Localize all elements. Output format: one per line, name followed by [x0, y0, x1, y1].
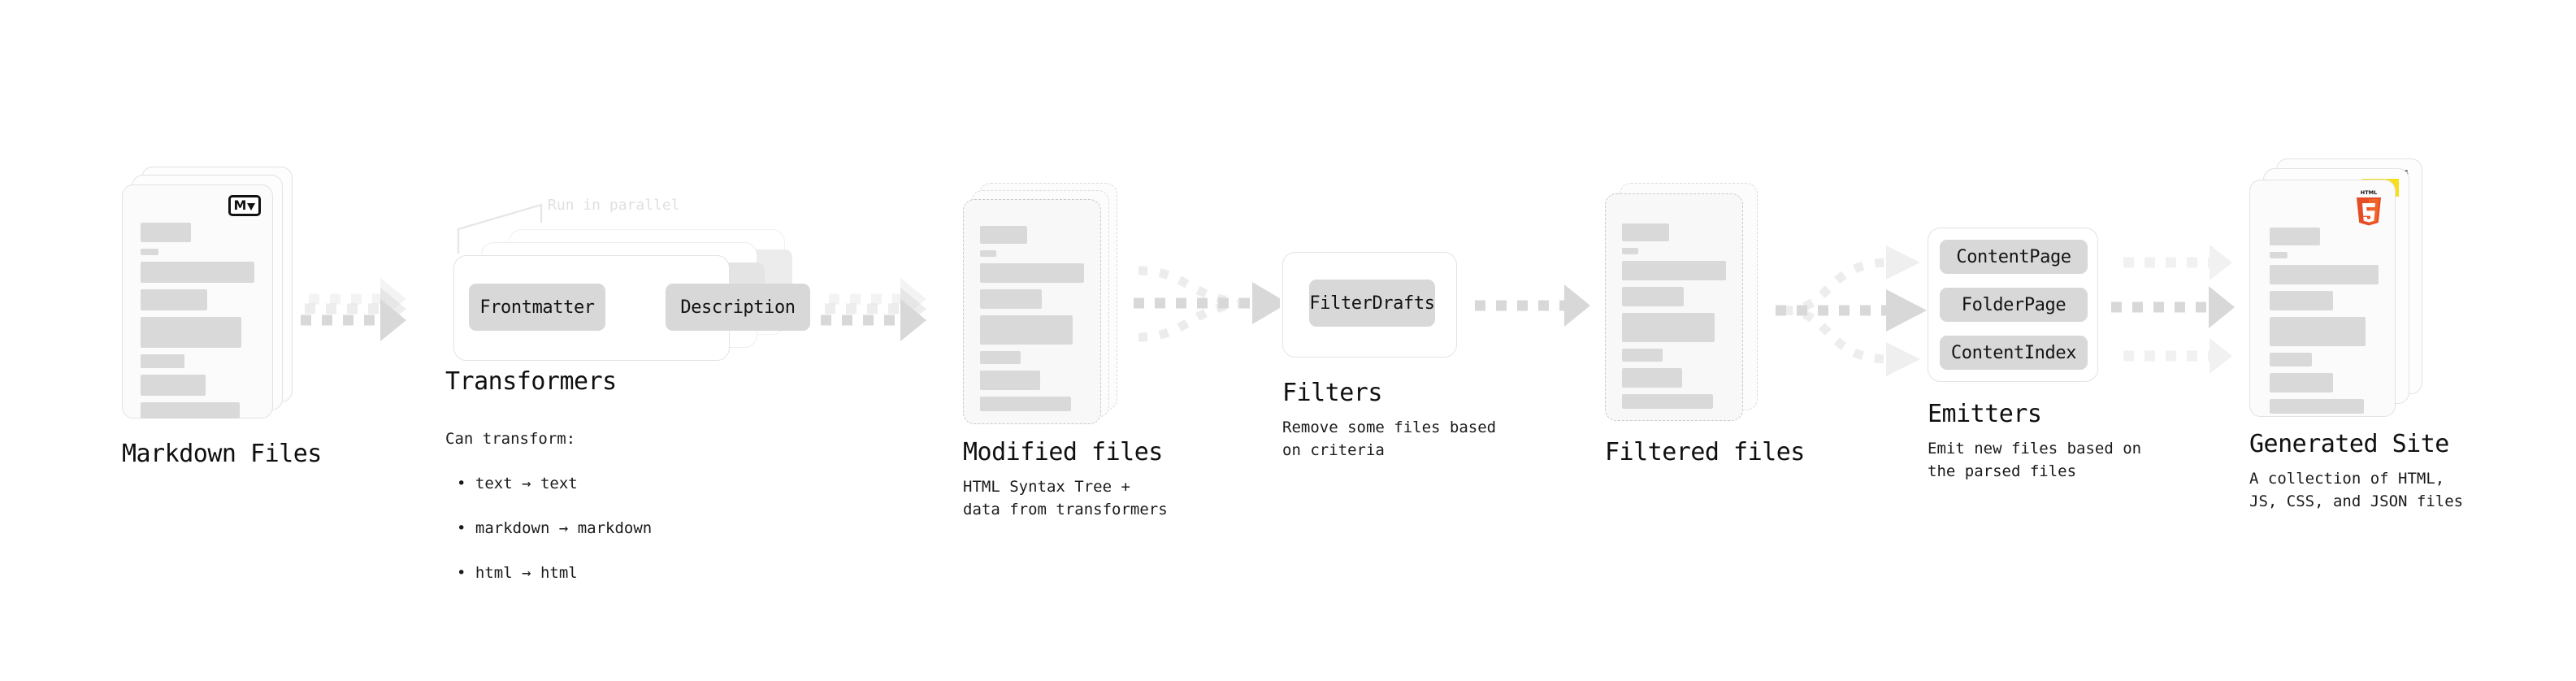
content-bar [2270, 291, 2333, 310]
modified-card-front [963, 199, 1101, 424]
content-bar [980, 397, 1071, 411]
transformer-pill-frontmatter[interactable]: Frontmatter [469, 284, 605, 331]
transformer-box-front: Frontmatter Description [453, 255, 810, 361]
stage-emitters: ContentPage FolderPage ContentIndex Emit… [1928, 228, 2141, 483]
stage-generated-site: CSS HTML [2249, 158, 2463, 513]
stage-title-transformers: Transformers [445, 367, 617, 396]
stage-modified-files: Modified files HTML Syntax Tree + data f… [963, 183, 1168, 521]
content-bar [980, 371, 1040, 390]
emitter-pill-contentindex[interactable]: ContentIndex [1940, 336, 2088, 370]
stage-filtered-files: Filtered files [1605, 183, 1805, 466]
content-bar [2270, 252, 2288, 258]
transformers-bullet: • html → html [457, 563, 578, 582]
stage-title-modified-files: Modified files [963, 438, 1163, 466]
connector-filtered-to-emitters [1776, 245, 1927, 376]
transformers-bullet: • markdown → markdown [457, 518, 653, 537]
content-bar [1622, 287, 1684, 306]
stage-title-markdown-files: Markdown Files [122, 440, 322, 468]
transformers-description: Can transform: • text → text • markdown … [445, 406, 652, 607]
connector-modified-to-filters [1134, 266, 1280, 342]
transformers-bullet-label: html → html [475, 563, 578, 582]
transformers-bullet: • text → text [457, 474, 578, 492]
run-in-parallel-bracket [457, 203, 543, 254]
content-bar [141, 262, 254, 283]
transformers-caption: Transformers Can transform: • text → tex… [445, 367, 652, 607]
content-bar [1622, 248, 1638, 254]
site-card-content [2250, 180, 2395, 416]
markdown-icon: M [228, 195, 261, 216]
html5-icon: HTML [2357, 189, 2381, 226]
content-bar [2270, 228, 2320, 245]
emitters-box: ContentPage FolderPage ContentIndex [1928, 228, 2098, 382]
markdown-icon-letter: M [233, 197, 247, 213]
emitters-description: Emit new files based on the parsed files [1928, 440, 2142, 480]
content-bar [141, 249, 158, 255]
generated-site-description: A collection of HTML, JS, CSS, and JSON … [2249, 470, 2464, 510]
content-bar [141, 223, 191, 242]
connector-transformers-to-modified-c [821, 297, 939, 343]
stage-transformers: Run in parallel . . . . Frontmatter Desc… [445, 195, 827, 390]
stage-title-generated-site: Generated Site [2249, 430, 2449, 458]
content-bar [980, 226, 1027, 244]
connector-emitters-to-site-c [2123, 333, 2266, 379]
connector-md-to-transformers-c [301, 297, 418, 343]
filter-pill-filterdrafts[interactable]: FilterDrafts [1309, 280, 1435, 327]
content-bar [1622, 313, 1715, 342]
transformers-bullet-label: markdown → markdown [475, 518, 653, 537]
stage-markdown-files: M M M [122, 167, 322, 468]
transformers-sub-heading: Can transform: [445, 429, 576, 448]
run-in-parallel-label: Run in parallel [548, 197, 680, 214]
filtered-card-stack [1605, 183, 1772, 427]
content-bar [141, 402, 240, 419]
content-bar [980, 351, 1021, 364]
markdown-card-front: M [122, 184, 273, 419]
content-bar [2270, 353, 2312, 367]
content-bar [1622, 261, 1726, 280]
site-card-front-html: HTML [2249, 180, 2396, 417]
filtered-card-content [1606, 194, 1742, 420]
filters-description: Remove some files based on criteria [1282, 419, 1497, 459]
content-bar [141, 289, 207, 310]
content-bar [980, 250, 996, 257]
content-bar [2270, 373, 2333, 393]
emitter-pill-contentpage[interactable]: ContentPage [1940, 240, 2088, 274]
modified-files-description: HTML Syntax Tree + data from transformer… [963, 478, 1168, 518]
stage-title-filtered-files: Filtered files [1605, 438, 1805, 466]
content-bar [1622, 349, 1663, 362]
modified-card-stack [963, 183, 1130, 427]
content-bar [141, 317, 241, 348]
stage-title-filters: Filters [1282, 379, 1382, 407]
connector-filters-to-filtered [1475, 283, 1605, 328]
content-bar [980, 289, 1042, 309]
content-bar [980, 263, 1084, 283]
filtered-card-front [1605, 193, 1743, 421]
connector-emitters-to-site-a [2123, 240, 2266, 285]
markdown-card-stack: M M M [122, 167, 293, 419]
modified-card-content [964, 200, 1100, 423]
content-bar [1622, 394, 1713, 409]
emitter-pill-folderpage[interactable]: FolderPage [1940, 288, 2088, 322]
content-bar [1622, 368, 1682, 388]
transformer-pill-description[interactable]: Description [666, 284, 810, 331]
stage-filters: FilterDrafts Filters Remove some files b… [1282, 252, 1496, 462]
content-bar [2270, 265, 2379, 284]
svg-text:HTML: HTML [2361, 189, 2377, 196]
content-bar [1622, 223, 1669, 241]
content-bar [2270, 317, 2366, 346]
stage-title-emitters: Emitters [1928, 400, 2042, 428]
transformers-bullet-label: text → text [475, 474, 578, 492]
content-bar [980, 315, 1073, 345]
markdown-card-content [123, 185, 272, 419]
content-bar [141, 354, 184, 368]
site-card-stack: CSS HTML [2249, 158, 2424, 419]
content-bar [2270, 399, 2364, 414]
connector-emitters-to-site-b [2111, 284, 2266, 330]
filters-box: FilterDrafts [1282, 252, 1457, 358]
content-bar [141, 375, 206, 396]
